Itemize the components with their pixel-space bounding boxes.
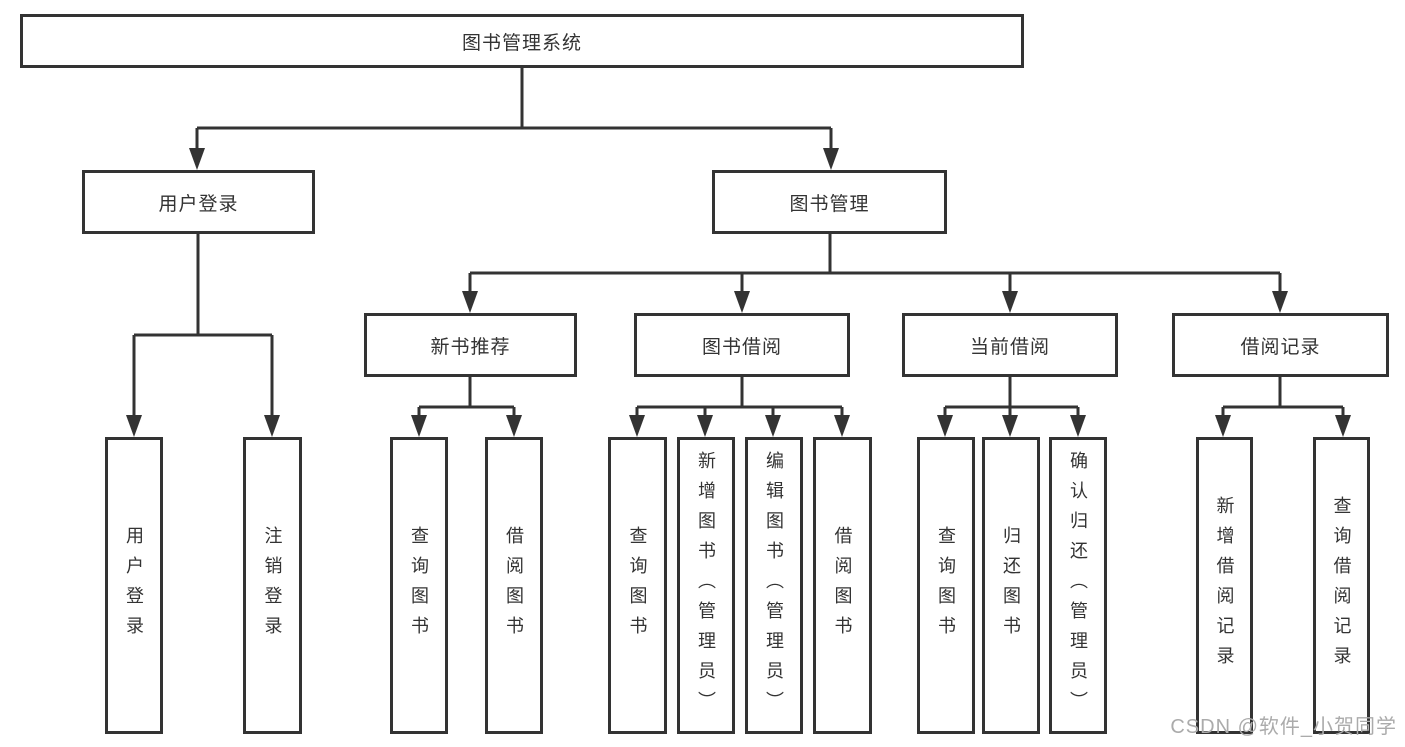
watermark: CSDN @软件_小贺同学	[1170, 716, 1397, 738]
node-book-borrow: 图书借阅	[634, 313, 850, 377]
node-user-login: 用户登录	[82, 170, 315, 234]
leaf-label: 新增图书（管理员）	[696, 450, 716, 721]
leaf-cb-confirm-return-admin: 确认归还（管理员）	[1049, 437, 1107, 734]
leaf-br-add-record: 新增借阅记录	[1196, 437, 1253, 734]
leaf-rec-query-book: 查询图书	[390, 437, 448, 734]
node-library-system-root: 图书管理系统	[20, 14, 1024, 68]
node-new-book-recommend: 新书推荐	[364, 313, 577, 377]
leaf-label: 归还图书	[1001, 525, 1021, 646]
leaf-cb-return-book: 归还图书	[982, 437, 1040, 734]
leaf-label: 编辑图书（管理员）	[764, 450, 784, 721]
leaf-label: 确认归还（管理员）	[1068, 450, 1088, 721]
leaf-logout: 注销登录	[243, 437, 302, 734]
node-borrow-records: 借阅记录	[1172, 313, 1389, 377]
leaf-label: 借阅图书	[504, 525, 524, 646]
leaf-label: 查询图书	[627, 525, 648, 646]
node-book-management: 图书管理	[712, 170, 947, 234]
leaf-cb-query-book: 查询图书	[917, 437, 975, 734]
node-label: 图书管理系统	[461, 32, 582, 54]
leaf-label: 查询图书	[409, 525, 429, 646]
leaf-bb-borrow-book: 借阅图书	[813, 437, 872, 734]
leaf-label: 借阅图书	[832, 525, 853, 646]
leaf-rec-borrow-book: 借阅图书	[485, 437, 543, 734]
node-label: 图书管理	[789, 193, 870, 215]
node-label: 借阅记录	[1240, 336, 1321, 358]
node-label: 新书推荐	[430, 336, 511, 358]
leaf-label: 用户登录	[124, 525, 144, 646]
leaf-br-query-record: 查询借阅记录	[1313, 437, 1370, 734]
leaf-user-login: 用户登录	[105, 437, 163, 734]
node-current-borrow: 当前借阅	[902, 313, 1118, 377]
node-label: 用户登录	[158, 193, 239, 215]
node-label: 图书借阅	[701, 336, 782, 358]
leaf-label: 注销登录	[262, 525, 283, 646]
arrowhead-icons	[126, 148, 1351, 437]
leaf-bb-query-book: 查询图书	[608, 437, 667, 734]
leaf-label: 查询借阅记录	[1331, 495, 1352, 676]
leaf-bb-edit-book-admin: 编辑图书（管理员）	[745, 437, 803, 734]
leaf-bb-add-book-admin: 新增图书（管理员）	[677, 437, 735, 734]
node-label: 当前借阅	[969, 336, 1050, 358]
leaf-label: 新增借阅记录	[1214, 495, 1235, 676]
leaf-label: 查询图书	[936, 525, 956, 646]
